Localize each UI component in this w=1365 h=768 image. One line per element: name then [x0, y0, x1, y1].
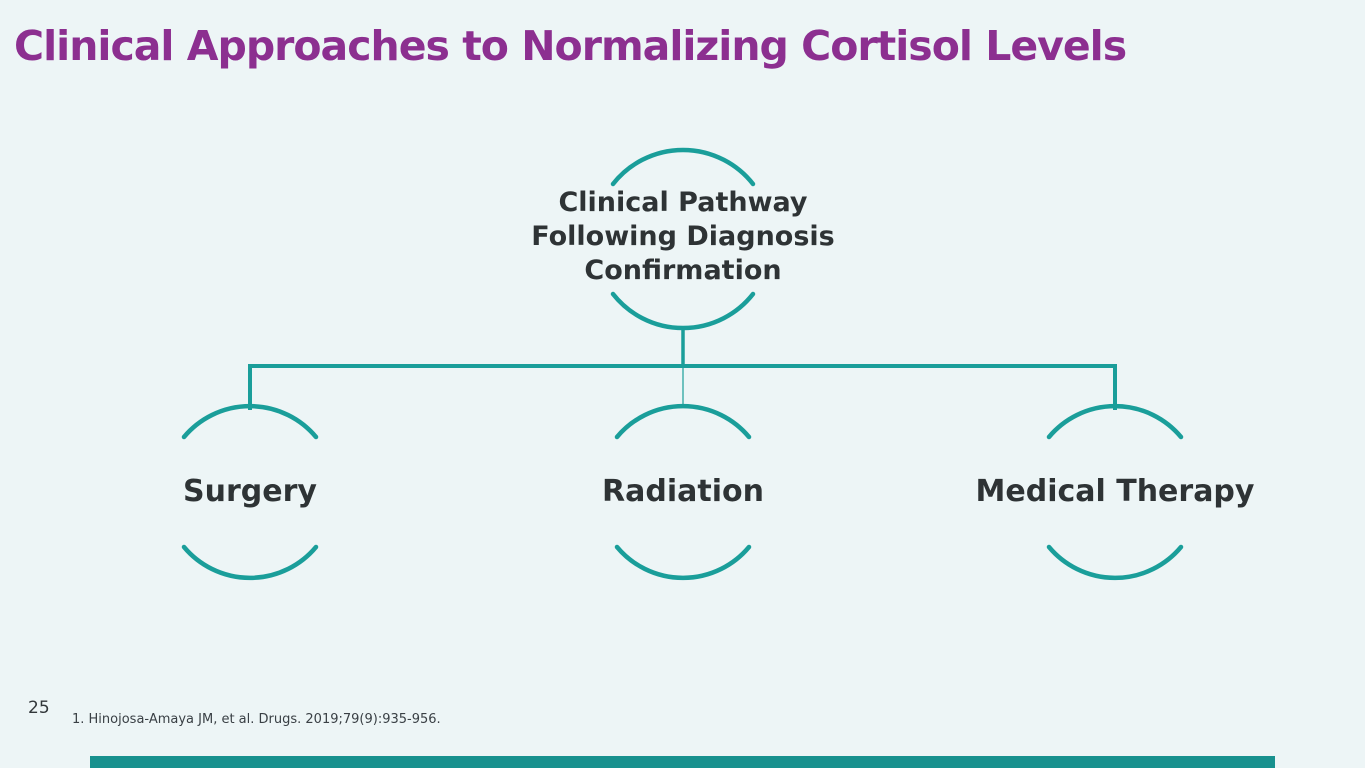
- medical-therapy-node-top-arc: [1046, 403, 1184, 440]
- radiation-node-top-arc: [614, 403, 752, 440]
- page-title: Clinical Approaches to Normalizing Corti…: [14, 22, 1127, 70]
- citation: 1. Hinojosa-Amaya JM, et al. Drugs. 2019…: [72, 712, 441, 727]
- medical-therapy-node-bottom-arc: [1046, 544, 1184, 581]
- node-label-radiation: Radiation: [602, 474, 764, 509]
- surgery-node-bottom-arc: [181, 544, 319, 581]
- page-number: 25: [28, 698, 50, 718]
- root-node-label-line-2: Following Diagnosis: [531, 221, 835, 252]
- radiation-node-bottom-arc: [614, 544, 752, 581]
- root-node-label-line-3: Confirmation: [584, 255, 782, 286]
- surgery-node-top-arc: [181, 403, 319, 440]
- root-node-bottom-arc: [610, 291, 756, 331]
- footer-accent-bar: [90, 756, 1275, 768]
- node-label-medical-therapy: Medical Therapy: [975, 474, 1255, 509]
- root-node-label-line-1: Clinical Pathway: [558, 187, 808, 218]
- root-node-top-arc: [610, 147, 756, 187]
- root-node-label: Clinical Pathway Following Diagnosis Con…: [433, 186, 933, 288]
- node-label-surgery: Surgery: [183, 474, 317, 509]
